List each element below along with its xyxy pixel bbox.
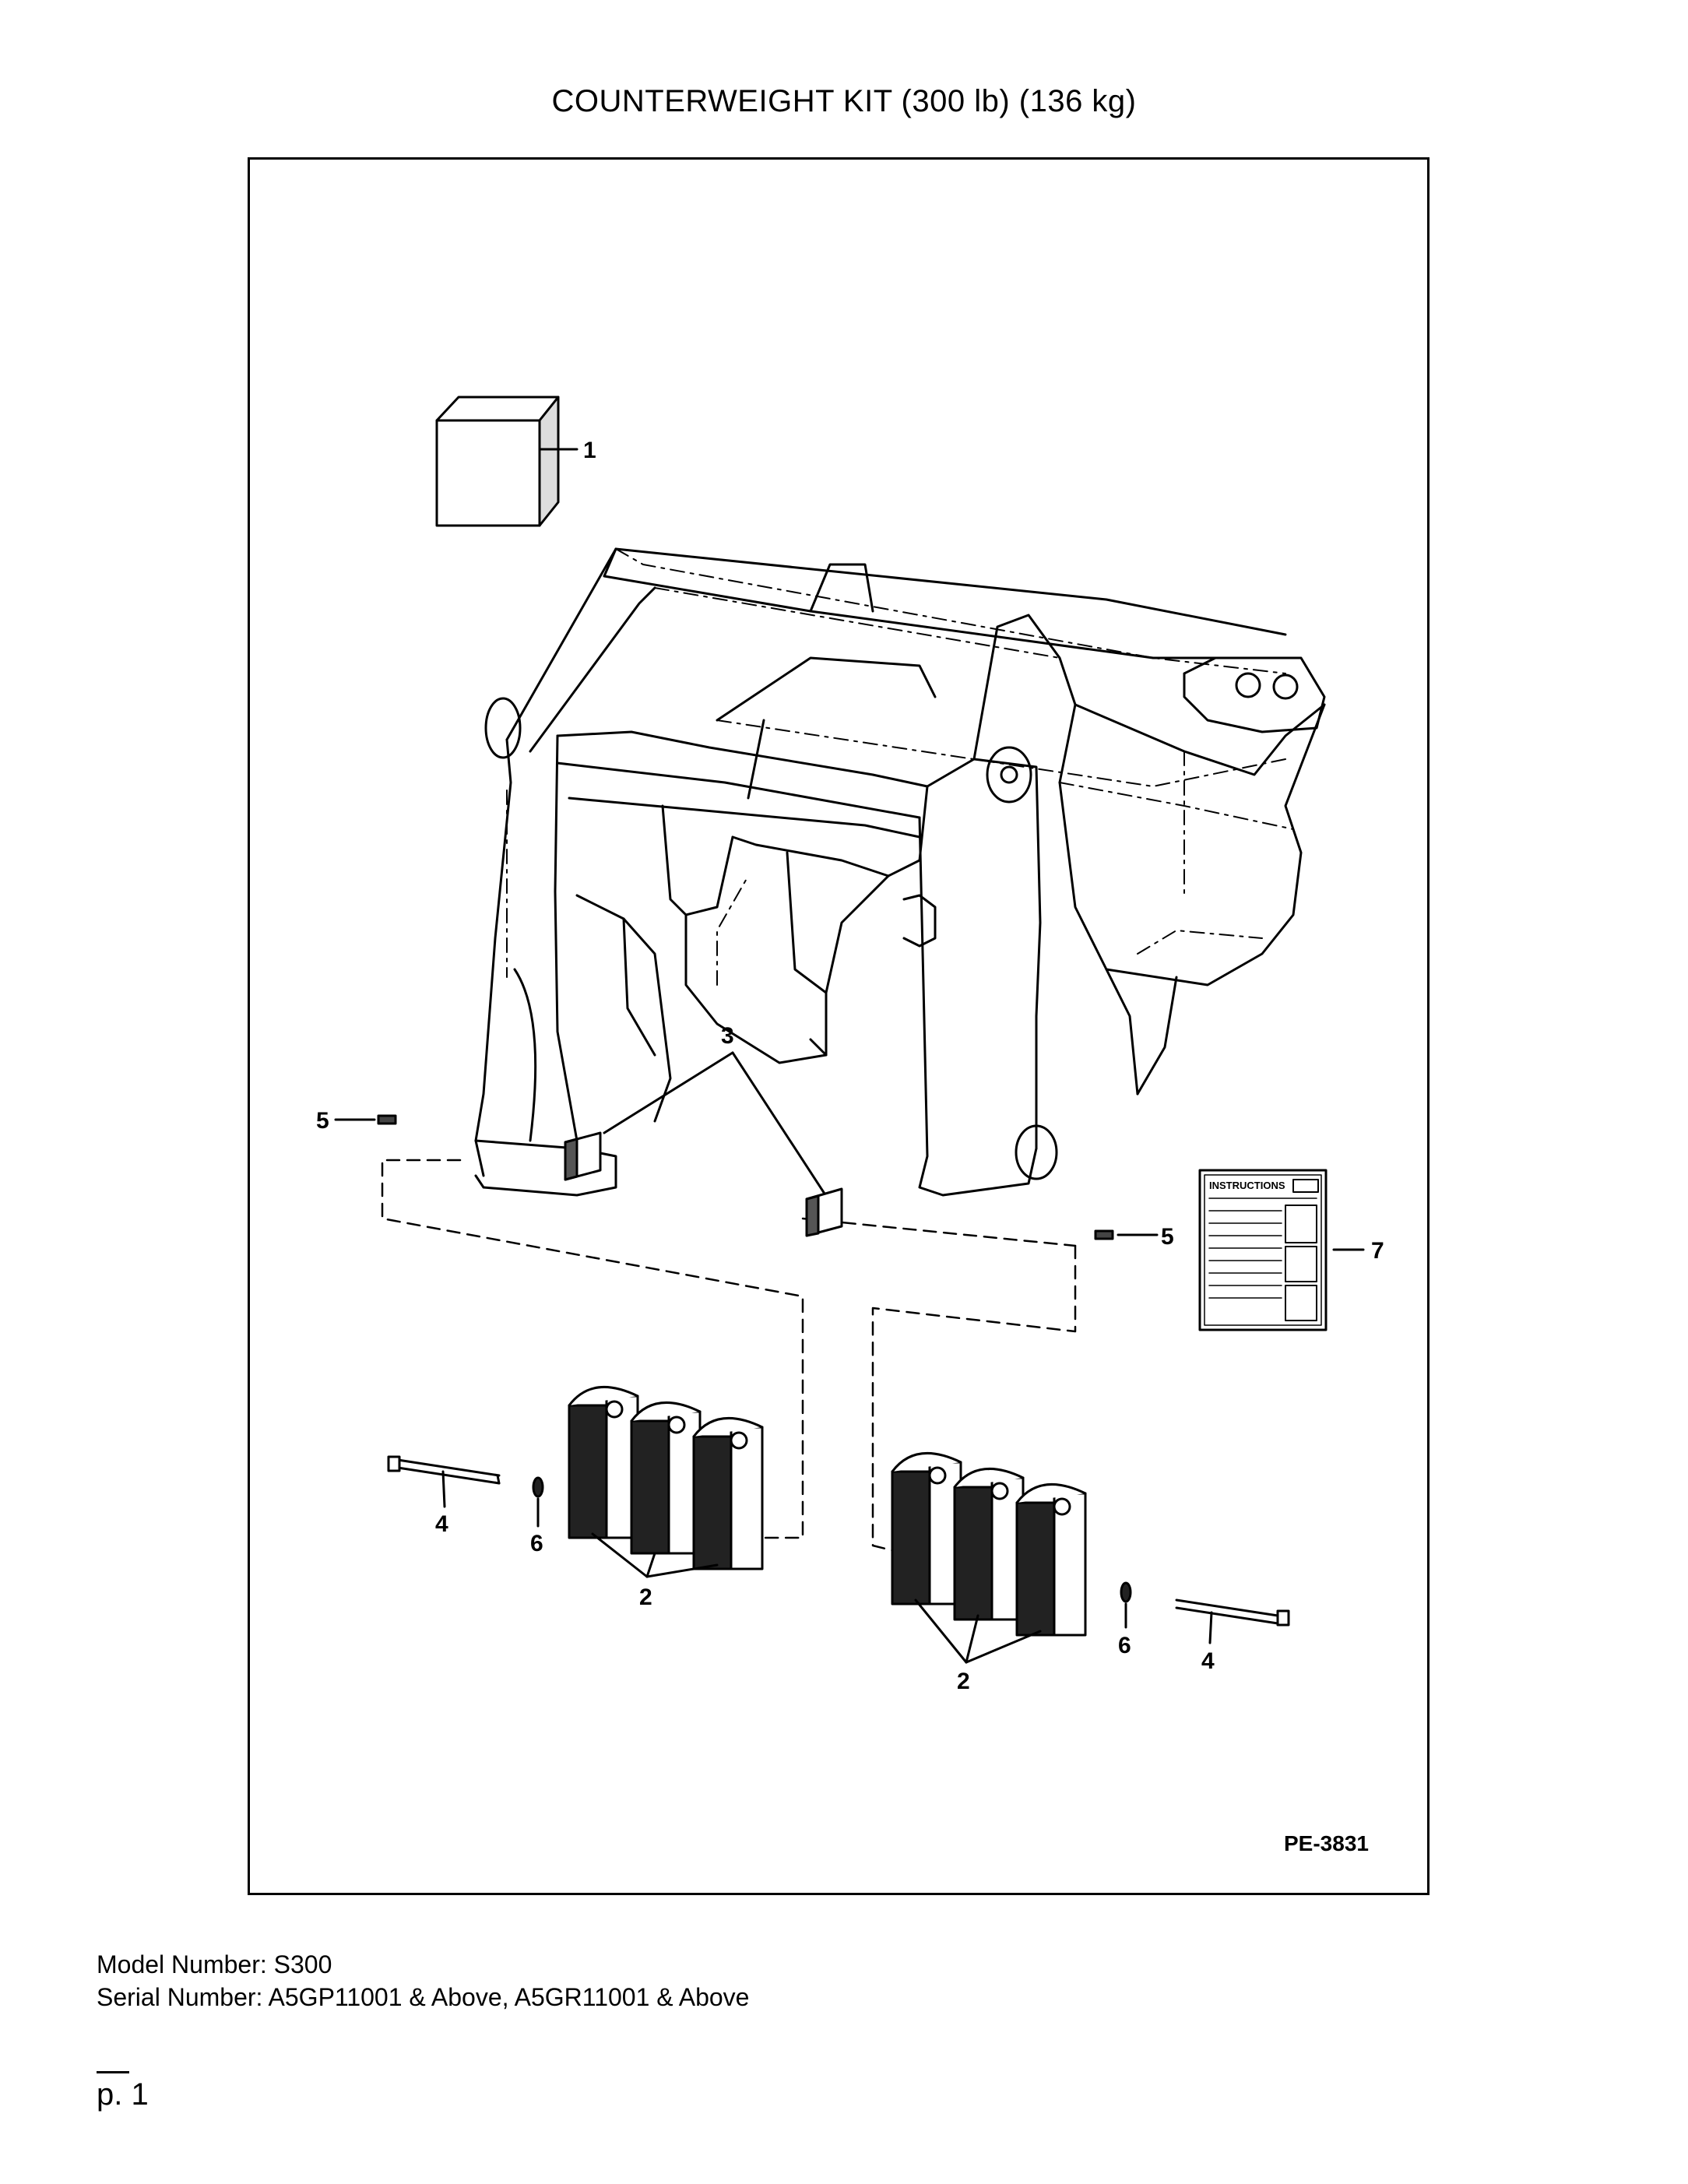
- counterweight-stack-right: [891, 1452, 1290, 1664]
- callout-7: 7: [1371, 1238, 1384, 1264]
- instructions-label: INSTRUCTIONS: [1209, 1180, 1285, 1191]
- callout-5-right: 5: [1161, 1224, 1174, 1250]
- counterweight-stack-left: [387, 1386, 764, 1578]
- page-rule: [97, 2071, 129, 2073]
- callout-4-right: 4: [1201, 1648, 1215, 1674]
- bracket-parts: [564, 1051, 843, 1237]
- serial-number: Serial Number: A5GP11001 & Above, A5GR11…: [97, 1983, 750, 2011]
- page-title: COUNTERWEIGHT KIT (300 lb) (136 kg): [551, 84, 1137, 118]
- callout-2-left: 2: [639, 1584, 652, 1610]
- model-number: Model Number: S300: [97, 1950, 332, 1978]
- parts-diagram: 1 3 5 5 7 4 6 2 6 4 2 INSTRUCTIONS PE-38…: [248, 157, 1430, 1895]
- machine-frame-illustration: [474, 547, 1326, 1197]
- callout-6-right: 6: [1118, 1633, 1131, 1658]
- callout-4-left: 4: [435, 1511, 448, 1537]
- exploded-view-drawing: 1 3 5 5 7 4 6 2 6 4 2 INSTRUCTIONS PE-38…: [316, 396, 1384, 1855]
- hidden-lines: [506, 548, 1294, 986]
- screw-parts: [334, 1114, 1159, 1240]
- callout-1: 1: [583, 438, 596, 463]
- instruction-booklet: [1198, 1169, 1365, 1331]
- kit-box-illustration: [435, 396, 578, 527]
- callout-6-left: 6: [530, 1531, 543, 1556]
- callout-3: 3: [721, 1023, 734, 1049]
- alignment-lines: [381, 1159, 1077, 1555]
- figure-code: PE-3831: [1284, 1831, 1369, 1855]
- model-serial-info: Model Number: S300 Serial Number: A5GP11…: [97, 1948, 749, 2013]
- callout-5-left: 5: [316, 1108, 329, 1134]
- callout-2-right: 2: [957, 1669, 970, 1694]
- page-number: p. 1: [97, 2077, 149, 2112]
